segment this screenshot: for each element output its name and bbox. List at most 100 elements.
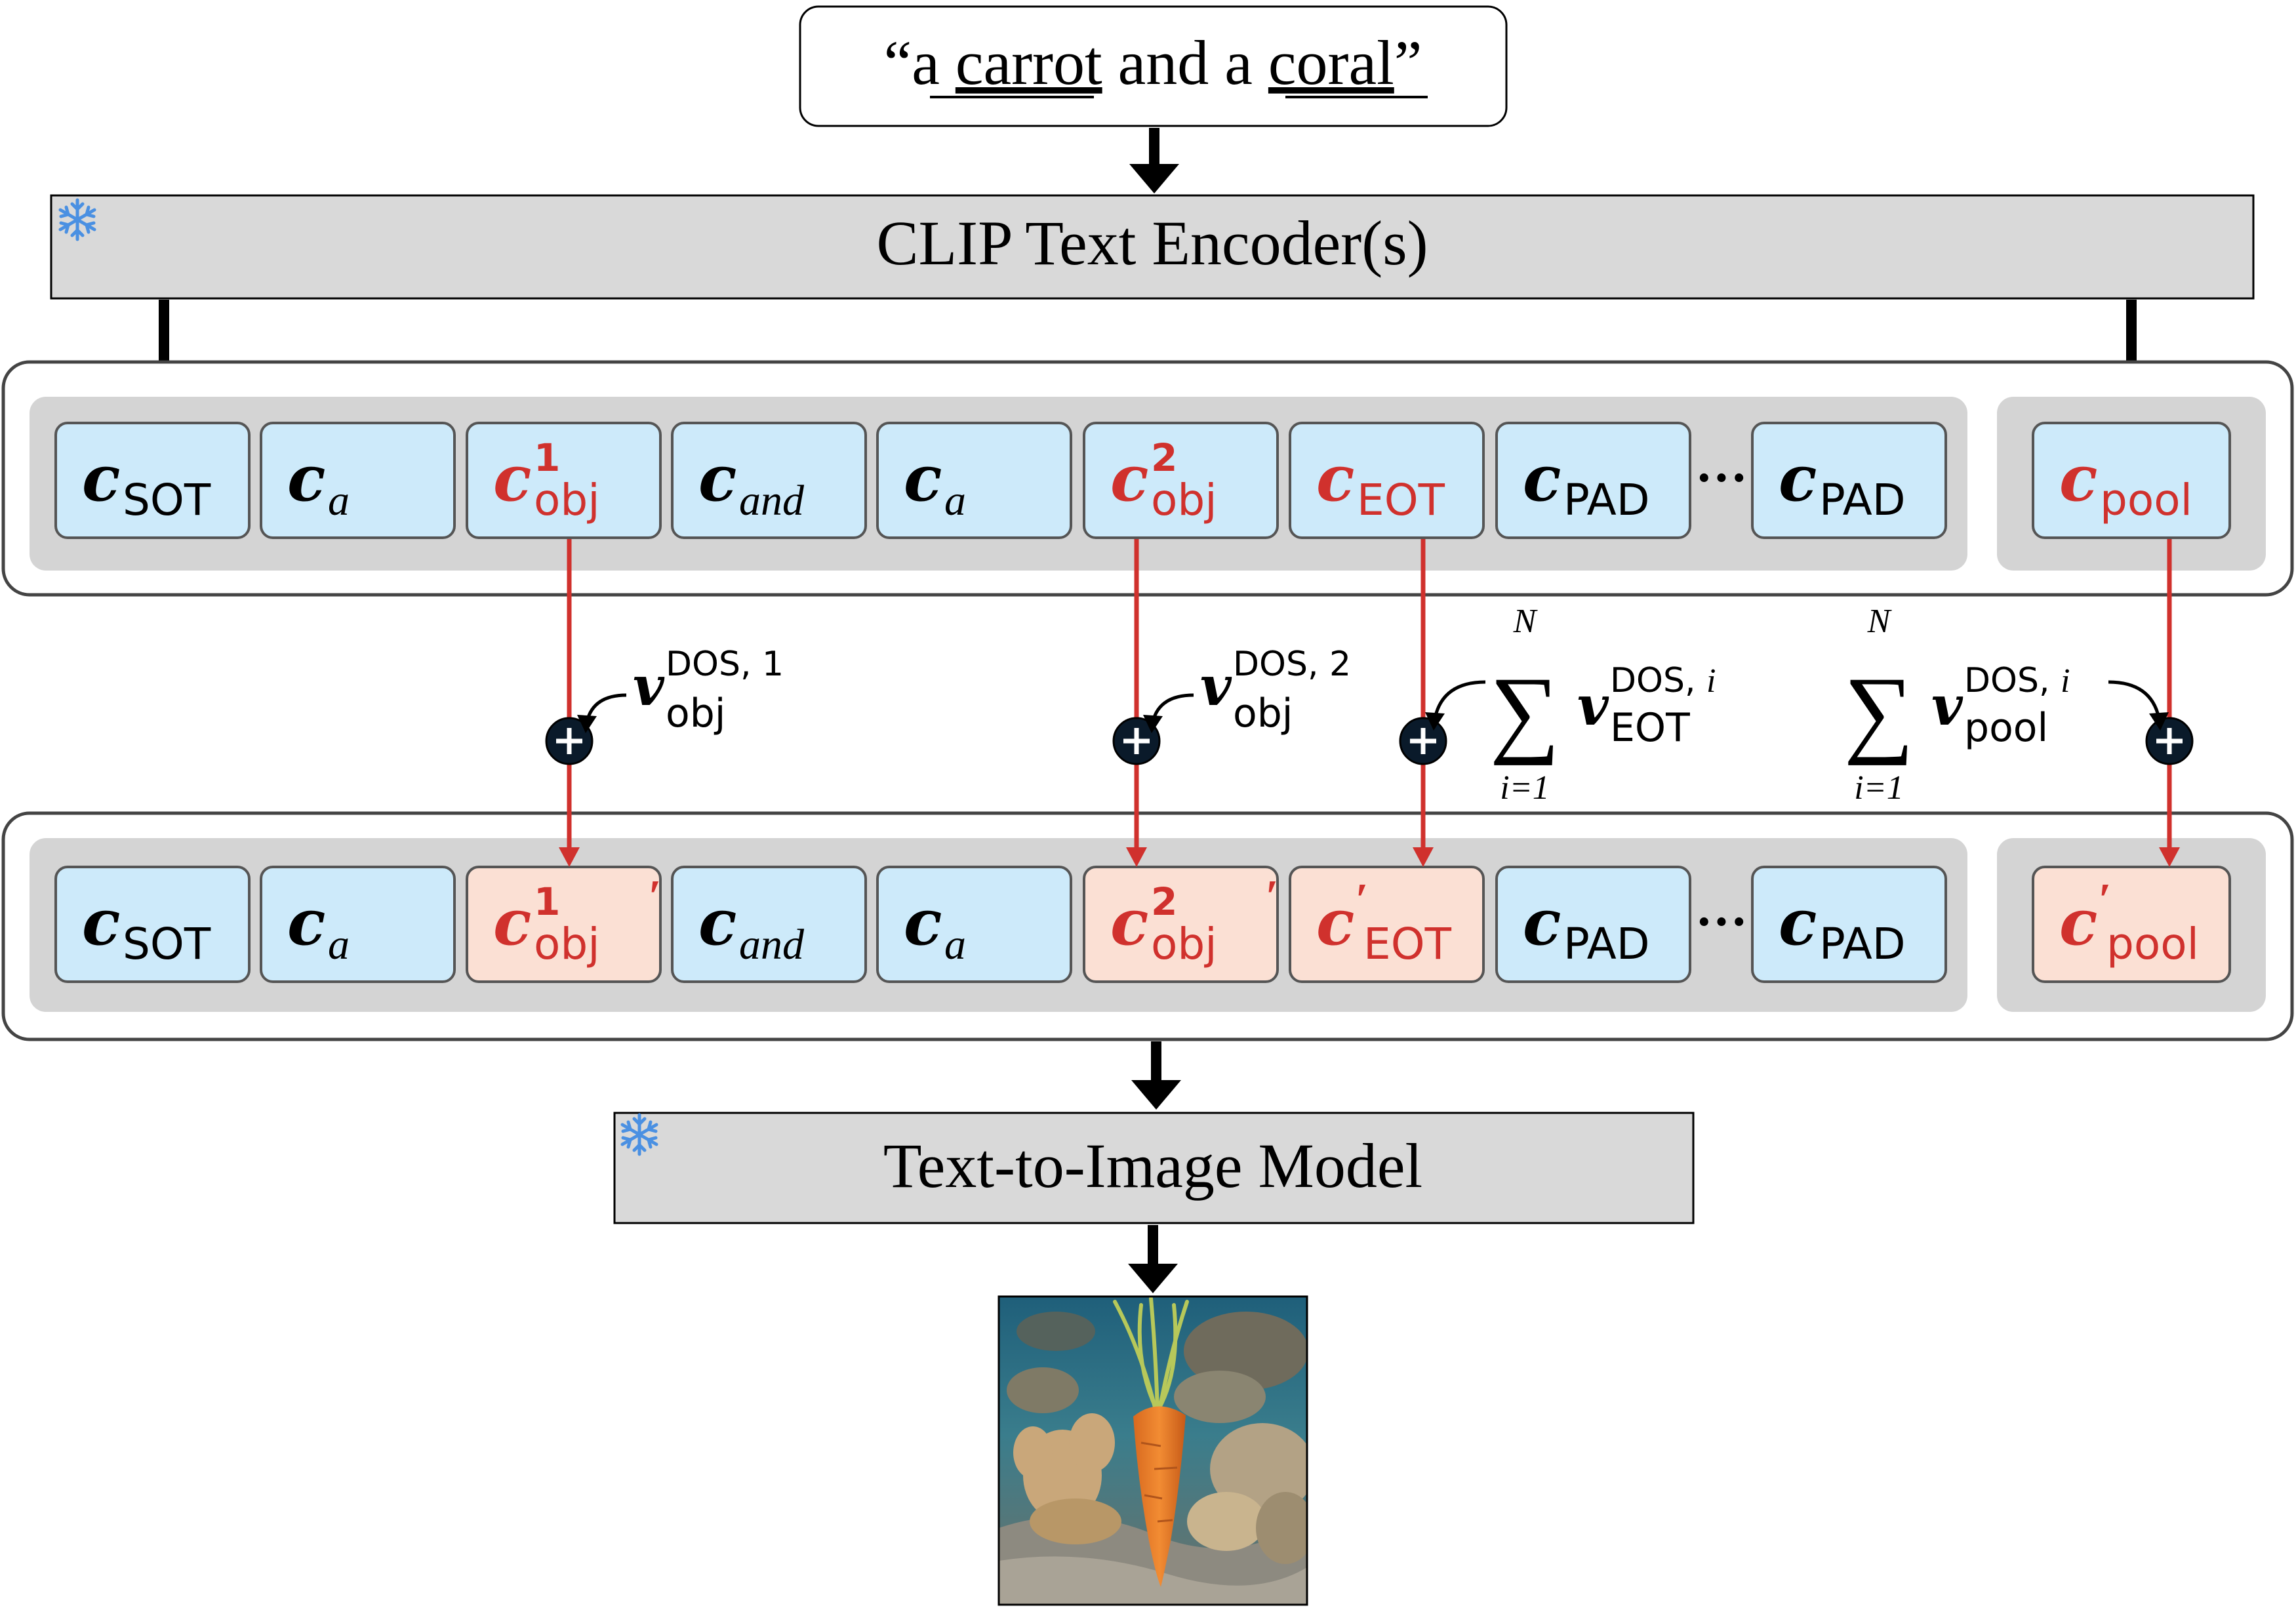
token-subscript: and [739,477,805,525]
svg-text:N: N [1867,603,1893,640]
svg-text:DOS, i: DOS, i [1964,661,2070,700]
snowflake-icon [58,198,96,241]
t2i-label: Text-to-Image Model [883,1131,1422,1201]
token-symbol: c [1779,441,1817,515]
token-subscript: a [944,477,966,525]
token-subscript: a [328,477,350,525]
lower-ellipsis: ··· [1695,893,1748,951]
token-subscript: PAD [1819,919,1906,969]
token-subscript: obj [1151,919,1217,969]
plus-node-icon [1112,717,1161,765]
token-superscript: 1 [534,435,560,480]
token-subscript: pool [2106,919,2199,969]
upper-ellipsis: ··· [1695,449,1748,507]
token-subscript: PAD [1563,475,1650,525]
token-prime: ′ [1266,872,1279,922]
token-subscript: a [944,921,966,969]
snowflake-icon [620,1113,658,1156]
plus-node-icon [1399,717,1447,765]
token-symbol: c [2059,441,2097,515]
prompt-text: “a carrot and a coral” [884,28,1422,98]
token-symbol: c [82,885,120,959]
token-prime: ′ [649,872,662,922]
vector-label-obj2: v DOS, 2 obj [1200,645,1351,736]
token-symbol: c [287,885,325,959]
token-superscript: 2 [1151,435,1177,480]
token-symbol: c [698,885,736,959]
dos-line-eot [1399,539,1447,867]
token-subscript: obj [534,475,600,525]
prompt-box: “a carrot and a coral” [799,5,1508,127]
token-symbol: c [493,885,531,959]
arrow-prompt-to-encoder [1129,128,1179,193]
prompt-word-coral: coral [1268,28,1394,98]
token-symbol: c [1110,885,1148,959]
encoder-label: CLIP Text Encoder(s) [876,208,1428,278]
lower-token-6: c′EOT [1289,866,1485,983]
token-symbol: c [904,441,942,515]
text-to-image-model-box: Text-to-Image Model [613,1112,1695,1224]
vector-curved-arrows [577,680,2169,733]
vector-label-obj1: v DOS, 1 obj [633,645,784,736]
arrow-tokens-to-t2i [1131,1041,1181,1110]
svg-text:v: v [1931,675,1964,738]
token-symbol: c [2059,885,2097,959]
clip-text-encoder-box: CLIP Text Encoder(s) [50,194,2255,300]
plus-node-icon [2145,717,2194,765]
token-superscript: 1 [534,879,560,924]
token-subscript: and [739,921,805,969]
carrot-body [1133,1406,1186,1587]
token-symbol: c [1316,441,1354,515]
coral-right [1017,1312,1307,1564]
svg-text:obj: obj [1233,691,1293,736]
dos-line-obj1 [545,539,594,867]
svg-text:pool: pool [1964,705,2048,751]
token-subscript: obj [534,919,600,969]
token-symbol: c [1110,441,1148,515]
sigma-symbol: ∑ [1490,657,1560,766]
arrow-t2i-to-image [1128,1225,1178,1293]
vector-label-eot-sum: N ∑ i=1 v DOS, i EOT [1490,603,1716,807]
dos-connections [545,539,2194,867]
svg-text:EOT: EOT [1610,705,1690,751]
token-symbol: c [287,441,325,515]
svg-text:v: v [1200,655,1232,718]
token-subscript: PAD [1819,475,1906,525]
prompt-word-carrot: carrot [956,28,1102,98]
token-subscript: obj [1151,475,1217,525]
token-prime: ′ [1356,875,1369,925]
svg-text:obj: obj [666,691,725,736]
token-symbol: c [1523,885,1561,959]
svg-text:DOS, 1: DOS, 1 [666,645,784,684]
token-prime: ′ [2099,875,2112,925]
plus-node-icon [545,717,594,765]
svg-text:v: v [1577,675,1609,738]
carrot-leaves [1113,1296,1189,1412]
token-symbol: c [493,441,531,515]
svg-text:N: N [1513,603,1539,640]
token-symbol: c [904,885,942,959]
sigma-symbol: ∑ [1844,657,1914,766]
dos-line-pool [2145,539,2194,867]
token-symbol: c [1316,885,1354,959]
token-subscript: pool [2100,475,2192,525]
svg-text:i=1: i=1 [1854,769,1904,807]
